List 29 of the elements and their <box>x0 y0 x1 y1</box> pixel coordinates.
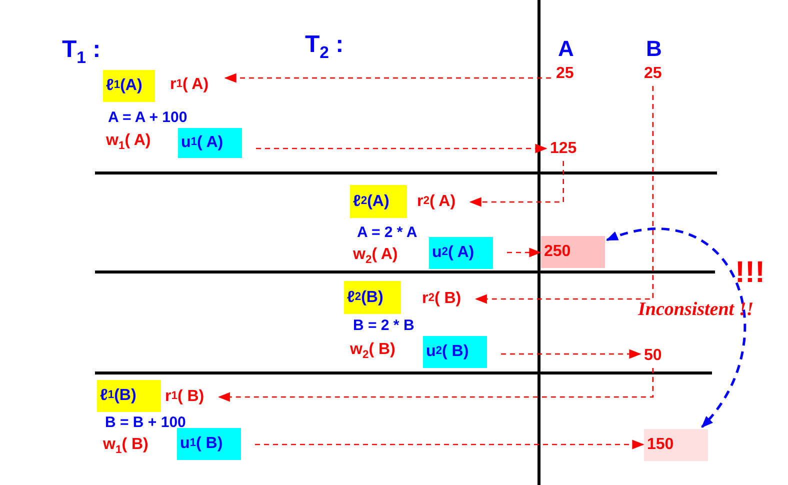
warning-text: Inconsistent !! <box>638 300 754 319</box>
value-label: 50 <box>641 346 665 366</box>
title-label: T$_{2}$ : <box>305 33 344 62</box>
exclamation-text: !!! <box>735 258 765 288</box>
arrow <box>474 86 654 304</box>
arrow <box>256 144 548 154</box>
write-operation: w$_{1}$( B) <box>103 437 148 456</box>
column-header: A <box>558 38 574 60</box>
value-highlight: 250 <box>541 236 605 268</box>
write-operation: w$_{1}$( A) <box>106 133 151 152</box>
assignment-text: A = 2 * A <box>357 225 418 240</box>
arrow <box>218 368 654 402</box>
value-label: 25 <box>641 64 665 84</box>
value-highlight: 150 <box>644 429 708 461</box>
write-operation: w$_{2}$( A) <box>353 247 398 266</box>
arrow <box>507 248 542 258</box>
title-label: T$_{1}$ : <box>62 38 101 67</box>
assignment-text: B = 2 * B <box>353 318 414 333</box>
arrow <box>224 73 551 83</box>
column-header: B <box>646 38 662 60</box>
assignment-text: B = B + 100 <box>105 415 186 430</box>
value-label: 125 <box>547 139 580 159</box>
arrow <box>501 349 642 359</box>
arrow <box>255 440 644 450</box>
assignment-text: A = A + 100 <box>108 110 188 125</box>
write-operation: w$_{2}$( B) <box>350 342 396 362</box>
arrow <box>469 161 564 207</box>
value-label: 25 <box>553 64 577 84</box>
arrow <box>606 228 746 428</box>
